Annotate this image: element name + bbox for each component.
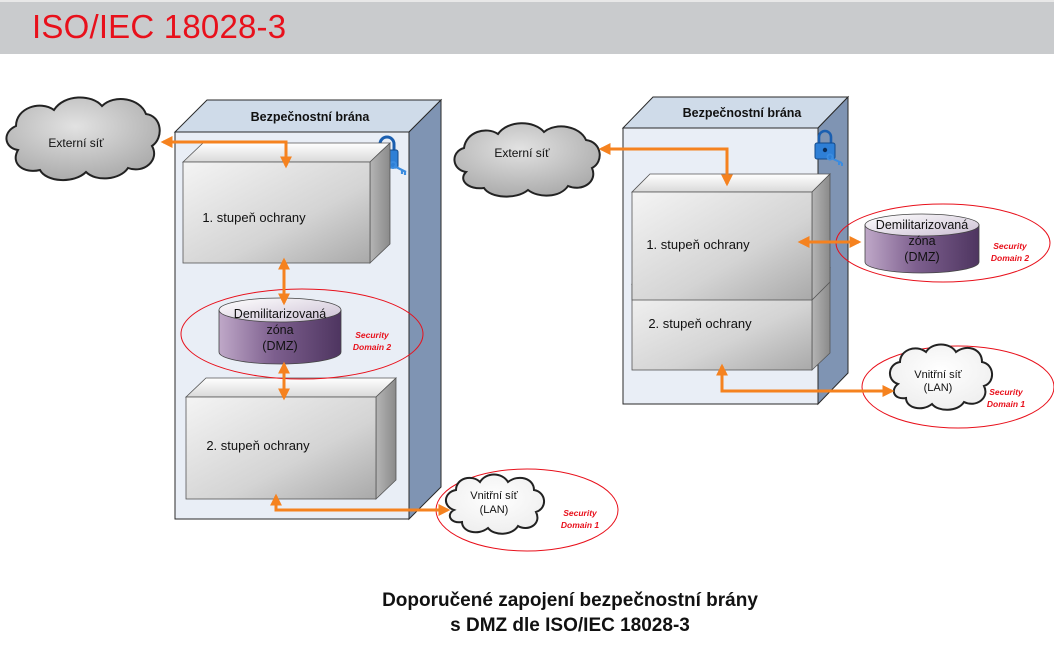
left-lan-label-1: Vnitřní síť — [470, 490, 518, 502]
right-stage1-box — [631, 173, 831, 301]
left-dmz-label-1: Demilitarizovaná — [234, 307, 326, 321]
left-arrow-external — [160, 136, 292, 169]
left-external-label: Externí síť — [48, 136, 104, 150]
right-connector-arrows — [598, 143, 895, 397]
right-sd2-label-1: Security — [993, 241, 1028, 251]
right-sd1-label-1: Security — [989, 387, 1024, 397]
left-lan-label-2: (LAN) — [480, 504, 509, 516]
right-sd1-label-2: Domain 1 — [987, 399, 1026, 409]
left-stage2-box — [184, 377, 398, 500]
left-sd2-label-2: Domain 2 — [353, 342, 392, 352]
right-lan-label-2: (LAN) — [924, 382, 953, 394]
left-dmz-label-2: zóna — [266, 323, 293, 337]
right-arrow-external — [598, 143, 733, 187]
caption-line-2: s DMZ dle ISO/IEC 18028-3 — [450, 615, 690, 636]
slide-title: ISO/IEC 18028-3 — [32, 8, 287, 45]
left-dmz-cylinder — [218, 297, 342, 365]
lock-icon — [814, 129, 843, 166]
left-dmz-label-3: (DMZ) — [262, 339, 297, 353]
right-dmz-label-2: zóna — [908, 234, 935, 248]
right-sd2-label-2: Domain 2 — [991, 253, 1030, 263]
left-sd2-ellipse — [180, 288, 424, 380]
left-arrow-lan — [270, 493, 451, 516]
left-stage1-label: 1. stupeň ochrany — [202, 210, 306, 225]
right-dmz-label-1: Demilitarizovaná — [876, 218, 968, 232]
right-gateway-title: Bezpečnostní brána — [683, 106, 803, 120]
left-connector-arrows — [160, 136, 451, 516]
left-external-cloud — [5, 96, 161, 181]
left-sd1-label-2: Domain 1 — [561, 520, 600, 530]
right-stage1-label: 1. stupeň ochrany — [646, 237, 750, 252]
right-external-label: Externí síť — [494, 146, 550, 160]
right-stage2-label: 2. stupeň ochrany — [648, 316, 752, 331]
left-sd2-label-1: Security — [355, 330, 390, 340]
right-dmz-label-3: (DMZ) — [904, 250, 939, 264]
right-lan-label-1: Vnitřní síť — [914, 369, 962, 381]
right-lan-cloud — [889, 343, 993, 411]
caption-line-1: Doporučené zapojení bezpečnostní brány — [382, 590, 758, 611]
right-dmz-cylinder — [864, 213, 980, 274]
left-stage2-label: 2. stupeň ochrany — [206, 438, 310, 453]
figure-caption: Doporučené zapojení bezpečnostní brány s… — [0, 588, 1054, 638]
left-gateway-title: Bezpečnostní brána — [251, 110, 371, 124]
left-sd1-label-1: Security — [563, 508, 598, 518]
slide-header: ISO/IEC 18028-3 — [0, 0, 1054, 54]
left-lan-cloud — [445, 473, 545, 535]
right-arrow-lan — [716, 363, 895, 397]
